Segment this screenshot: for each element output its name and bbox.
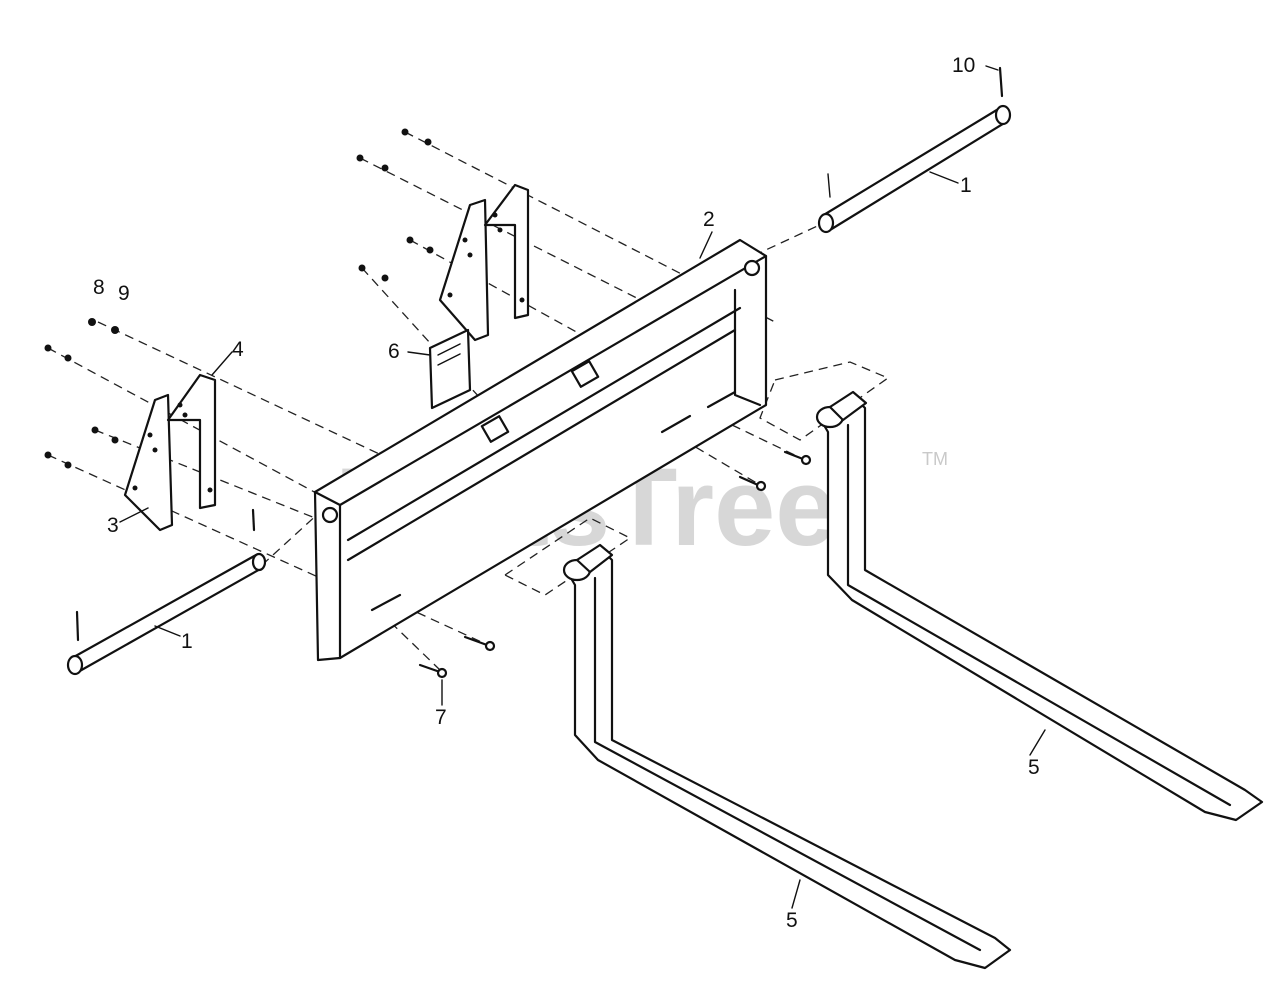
fork-rear xyxy=(815,390,1264,822)
callout-3: 3 xyxy=(107,514,119,537)
callout-5-rear: 5 xyxy=(1028,756,1040,779)
callout-2: 2 xyxy=(703,208,715,231)
main-carriage-frame xyxy=(313,238,768,662)
callout-7: 7 xyxy=(435,706,447,729)
callout-4: 4 xyxy=(232,338,244,361)
callout-10: 10 xyxy=(952,54,975,77)
bracket-upper-pair xyxy=(438,183,530,342)
watermark-trademark: TM xyxy=(922,449,948,469)
nuts-and-washers xyxy=(44,128,434,469)
leader-lines xyxy=(119,65,1046,909)
bracket-left-pair xyxy=(123,373,217,532)
bolts xyxy=(418,450,812,679)
fork-front xyxy=(562,543,1012,970)
callout-8: 8 xyxy=(93,276,105,299)
callout-5-front: 5 xyxy=(786,909,798,932)
callout-1-lower: 1 xyxy=(181,630,193,653)
shaft-lower-left xyxy=(66,508,267,676)
callout-9: 9 xyxy=(118,282,130,305)
callout-1-upper: 1 xyxy=(960,174,972,197)
decal-plate xyxy=(428,328,472,410)
shaft-upper-right xyxy=(817,66,1012,234)
callout-6: 6 xyxy=(388,340,400,363)
